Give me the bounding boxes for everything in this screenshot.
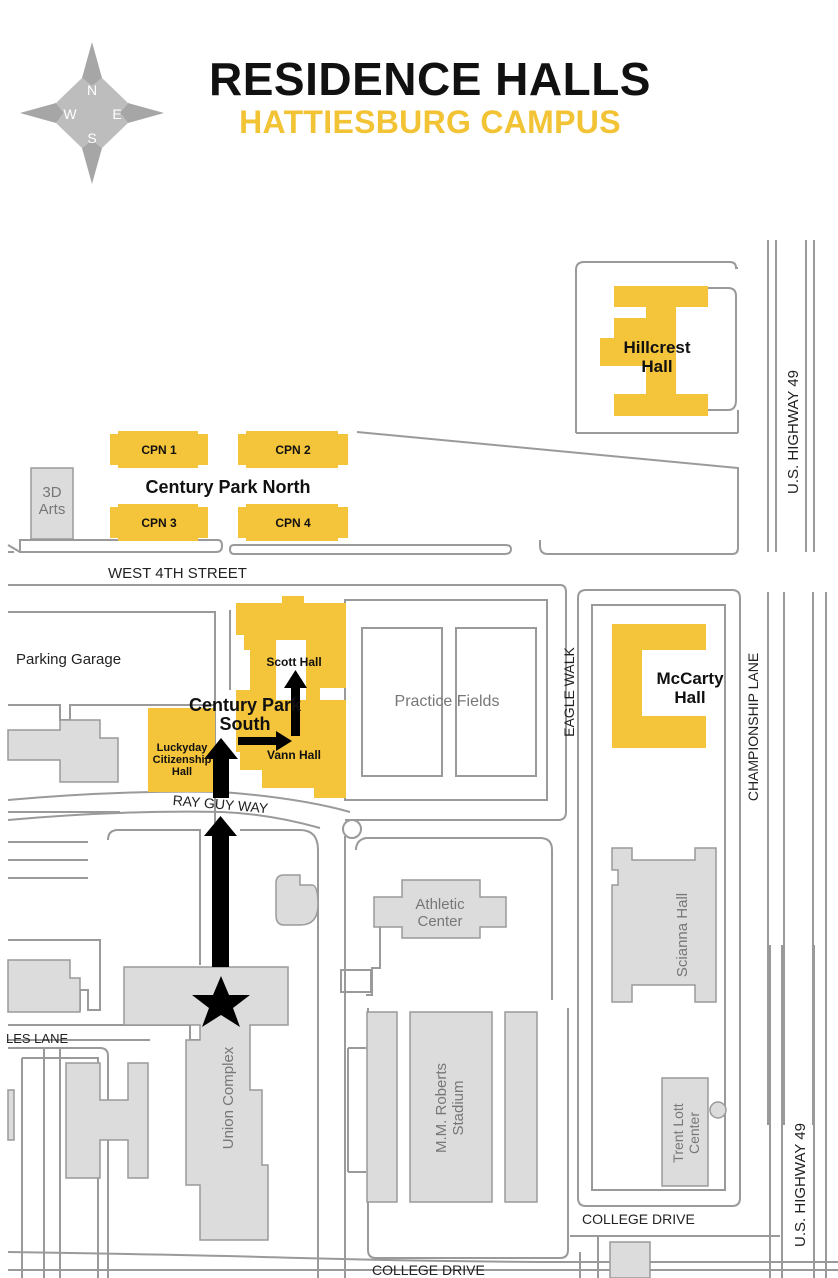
cpn-group-label: Century Park North [145,477,310,497]
cpn2-building [238,431,348,468]
compass-w: W [63,106,77,122]
luckyday-label-3: Hall [172,766,192,778]
you-are-here-star-icon [192,976,250,1027]
athletic-label-2: Center [417,913,462,930]
building-west [7,719,119,783]
cps-label-2: South [220,714,271,734]
building-small [275,874,319,926]
cpn1-building [110,431,208,468]
building-h [65,1062,149,1179]
route-arrow-main-shaft [212,835,229,967]
les-lane-label: LES LANE [6,1031,68,1046]
route-arrow-upper-shaft [213,758,229,798]
cpn4-label: CPN 4 [275,516,311,530]
stadium-label-2: Stadium [450,1080,467,1135]
highway-49-label-top: U.S. HIGHWAY 49 [785,370,802,494]
hillcrest-label-2: Hall [641,357,672,376]
trent-lott-label-2: Center [686,1112,702,1154]
highway-49-label-bottom: U.S. HIGHWAY 49 [792,1123,809,1247]
route-arrows [192,670,307,1027]
arts-label-2: Arts [39,501,66,518]
mccarty-label-1: McCarty [656,669,724,688]
vann-hall-label: Vann Hall [267,748,321,762]
championship-lane-label: CHAMPIONSHIP LANE [745,653,761,801]
route-arrow-right-head [276,731,292,751]
stadium-label-1: M.M. Roberts [433,1063,450,1153]
athletic-center [373,879,507,939]
trent-lott-circle [709,1101,727,1119]
athletic-label-1: Athletic [415,896,465,913]
mccarty-label-2: Hall [674,688,705,707]
route-arrow-upper-head [204,738,238,759]
other-buildings [7,467,727,1278]
hillcrest-hall [600,286,708,416]
union-complex-label: Union Complex [220,1046,237,1149]
college-drive-label-bottom: COLLEGE DRIVE [372,1262,485,1278]
luckyday-building [148,708,215,792]
west-4th-street-label: WEST 4TH STREET [108,565,247,582]
building-left [7,959,81,1013]
scianna-hall-label: Scianna Hall [674,893,691,977]
parking-garage-label: Parking Garage [16,651,121,668]
route-arrow-right-shaft [238,737,276,745]
cpn3-label: CPN 3 [141,516,177,530]
map-subtitle: HATTIESBURG CAMPUS [239,104,621,140]
compass-s: S [87,130,96,146]
scott-hall-label: Scott Hall [266,655,321,669]
luckyday-label-2: Citizenship [153,754,212,766]
cpn4-building [238,504,348,541]
route-arrow-scott-head [284,670,307,688]
residence-halls [110,286,708,798]
arts-label-1: 3D [42,484,61,501]
stadium-center [409,1011,493,1203]
route-arrow-scott-shaft [291,686,300,736]
cpn3-building [110,504,208,541]
compass-icon: N S E W [20,42,164,184]
trent-lott-center [661,1077,709,1187]
eagle-walk-label: EAGLE WALK [561,646,577,736]
mccarty-hall [612,624,706,748]
college-drive-label-right: COLLEGE DRIVE [582,1211,695,1227]
scianna-hall [611,847,717,1003]
road-network [7,240,838,1278]
stadium-east [504,1011,538,1203]
building-3d-arts [30,467,74,540]
stadium-west [366,1011,398,1203]
cps-label-1: Century Park [189,695,302,715]
trent-lott-label-1: Trent Lott [670,1103,686,1163]
luckyday-label-1: Luckyday [157,742,209,754]
compass-n: N [87,82,97,98]
cpn2-label: CPN 2 [275,443,311,457]
practice-fields-label: Practice Fields [395,693,500,710]
route-arrow-main-head [204,816,237,836]
compass-e: E [112,106,121,122]
union-complex [123,966,289,1241]
hillcrest-label-1: Hillcrest [623,338,690,357]
cpn1-label: CPN 1 [141,443,177,457]
map-title: RESIDENCE HALLS [209,53,651,105]
